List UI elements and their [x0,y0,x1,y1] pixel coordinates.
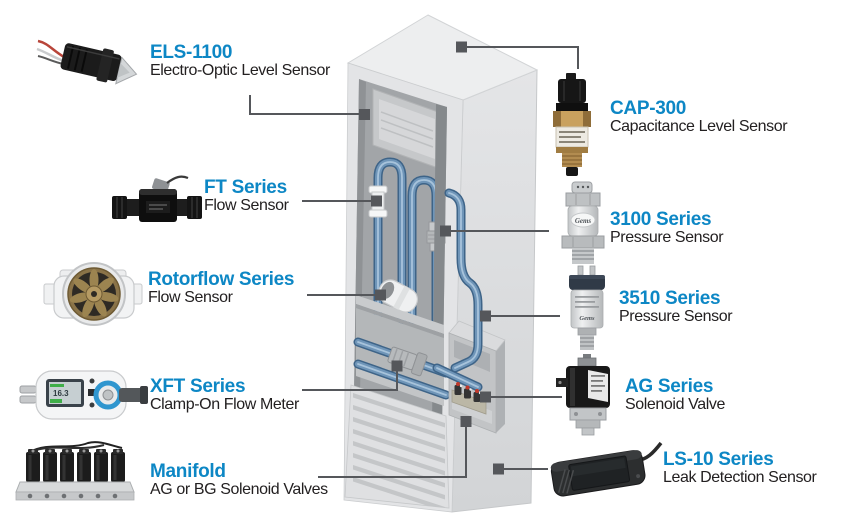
marker-manifold [460,416,472,427]
ls-10-title[interactable]: LS-10 Series [663,449,774,470]
mini-valve-manifold [451,382,487,415]
cabinet-illustration [343,14,539,513]
marker-xft [391,360,403,372]
interior-shelf-lip [356,304,444,338]
connector-els1100 [249,95,359,115]
manifold-subtitle: AG or BG Solenoid Valves [150,481,328,498]
connector-manifold [318,427,467,478]
marker-cap300 [456,41,467,53]
ag-series-product-image [556,354,610,436]
manifold-product-image [15,441,135,501]
label-rotorflow-series: Rotorflow Series Flow Sensor [148,270,294,306]
label-ft-series: FT Series Flow Sensor [204,178,289,214]
ft-series-title[interactable]: FT Series [204,177,287,198]
connector-xft [302,371,398,391]
label-3100-series: 3100 Series Pressure Sensor [610,209,724,246]
ag-series-subtitle: Solenoid Valve [625,396,725,413]
cabinet-right-face [451,69,538,513]
rotorflow-subtitle: Flow Sensor [148,289,233,306]
mid-compartment-floor [356,368,444,406]
label-3510-series: 3510 Series Pressure Sensor [619,288,733,325]
label-cap-300: CAP-300 Capacitance Level Sensor [610,98,788,135]
manifold-coils [26,449,125,482]
rotorflow-title[interactable]: Rotorflow Series [148,269,295,290]
manifold-title[interactable]: Manifold [150,461,226,482]
marker-ls10 [493,463,504,475]
label-ls-10-series: LS-10 Series Leak Detection Sensor [663,449,817,486]
gems-logo-3510: Gems [579,315,595,322]
marker-ag [480,391,491,403]
series-3510-product-image: Gems [569,265,605,350]
rotorflow-product-image [43,262,143,326]
label-ag-series: AG Series Solenoid Valve [625,377,725,413]
connector-markers [359,41,504,475]
ft-series-product-image [112,175,202,222]
marker-els1100 [359,109,370,120]
cap-300-subtitle: Capacitance Level Sensor [610,118,788,135]
cap-300-title[interactable]: CAP-300 [610,98,687,119]
connector-cap300 [467,46,579,69]
marker-3100 [440,225,451,237]
series-3100-product-image: Gems [561,181,605,264]
series-3510-subtitle: Pressure Sensor [619,308,733,325]
marker-rotorflow [375,289,386,301]
series-3510-title[interactable]: 3510 Series [619,288,721,309]
els-1100-product-image [36,39,138,85]
ag-series-title[interactable]: AG Series [625,376,714,397]
series-3100-title[interactable]: 3100 Series [610,209,712,230]
ls-10-subtitle: Leak Detection Sensor [663,469,817,486]
gems-logo-3100: Gems [575,217,592,225]
cap-300-product-image [553,73,591,176]
tubes-right-loop [432,188,483,392]
ft-series-subtitle: Flow Sensor [204,197,289,214]
internal-pump [377,279,419,313]
xft-product-image: 16.3 [19,370,148,420]
label-manifold: Manifold AG or BG Solenoid Valves [150,462,328,498]
marker-ft [371,195,382,207]
series-3100-subtitle: Pressure Sensor [610,229,724,246]
label-xft-series: XFT Series Clamp-On Flow Meter [150,377,299,413]
interior-top-panel [372,88,442,170]
xft-title[interactable]: XFT Series [150,376,246,397]
ls-10-product-image [550,441,663,497]
xft-subtitle: Clamp-On Flow Meter [150,396,299,413]
interior-shelf-top [356,295,444,334]
els-1100-title[interactable]: ELS-1100 [150,42,233,63]
xft-display-value: 16.3 [53,389,69,398]
connector-lines [249,46,579,478]
marker-3510 [480,310,491,322]
els-1100-subtitle: Electro-Optic Level Sensor [150,62,330,79]
label-els-1100: ELS-1100 Electro-Optic Level Sensor [150,43,330,79]
